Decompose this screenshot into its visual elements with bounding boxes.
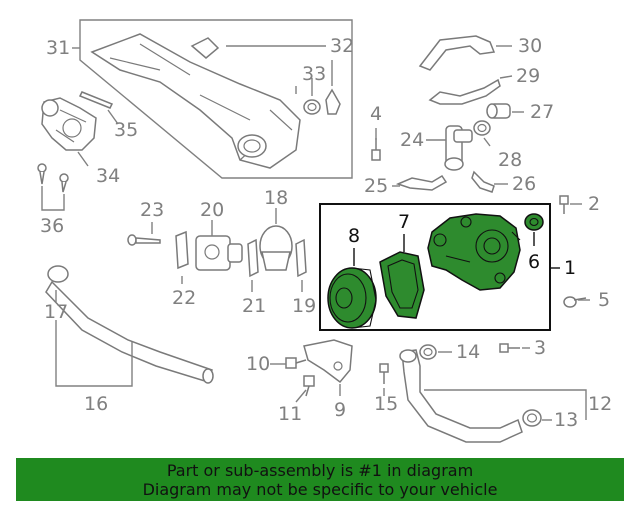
callout-25: 25 — [364, 175, 388, 197]
callout-23: 23 — [140, 199, 164, 221]
connector-27[interactable] — [486, 103, 511, 119]
callout-20: 20 — [200, 199, 224, 221]
seal-33 — [303, 99, 321, 115]
callout-19: 19 — [292, 295, 316, 317]
bracket-29[interactable] — [428, 78, 501, 105]
callout-2: 2 — [588, 193, 600, 215]
callout-27: 27 — [530, 101, 554, 123]
callout-33: 33 — [302, 63, 326, 85]
bracket-30[interactable] — [418, 35, 496, 71]
callout-36: 36 — [40, 215, 64, 237]
gasket-32 — [190, 37, 220, 59]
clamp-25[interactable] — [395, 174, 448, 191]
pipe-35[interactable] — [78, 91, 114, 109]
bolt-2[interactable] — [559, 195, 569, 214]
callout-4: 4 — [370, 103, 382, 125]
callout-10: 10 — [246, 353, 270, 375]
callout-16: 16 — [84, 393, 108, 415]
water-pump-pulley-8[interactable] — [327, 267, 377, 329]
bolt-5[interactable] — [563, 296, 587, 308]
callout-17: 17 — [44, 301, 68, 323]
clip-26[interactable] — [471, 170, 495, 193]
bolt-10[interactable] — [285, 357, 307, 369]
bolt-23[interactable] — [127, 234, 161, 246]
bolt-3[interactable] — [499, 343, 520, 353]
callout-14: 14 — [456, 341, 480, 363]
bracket-9[interactable] — [303, 339, 353, 384]
oring-13[interactable] — [522, 409, 542, 427]
callout-1: 1 — [564, 257, 576, 279]
water-pump-box-1 — [319, 203, 551, 331]
callout-6: 6 — [528, 251, 540, 273]
oring-28[interactable] — [473, 120, 491, 136]
banner-line-1: Part or sub-assembly is #1 in diagram — [166, 461, 474, 480]
bolt-4[interactable] — [371, 138, 381, 161]
callout-9: 9 — [334, 399, 346, 421]
actuator-20[interactable] — [195, 235, 243, 271]
bolts-36[interactable] — [37, 163, 69, 193]
callout-34: 34 — [96, 165, 120, 187]
callout-7: 7 — [398, 211, 410, 233]
callout-28: 28 — [498, 149, 522, 171]
callout-22: 22 — [172, 287, 196, 309]
info-banner: Part or sub-assembly is #1 in diagram Di… — [16, 458, 624, 501]
banner-line-2: Diagram may not be specific to your vehi… — [142, 480, 498, 499]
callout-32: 32 — [330, 35, 354, 57]
callout-35: 35 — [114, 119, 138, 141]
seal-19[interactable] — [295, 238, 307, 278]
callout-18: 18 — [264, 187, 288, 209]
leader-lines — [41, 45, 590, 421]
callout-24: 24 — [400, 129, 424, 151]
thermostat-18[interactable] — [259, 225, 293, 271]
callout-21: 21 — [242, 295, 266, 317]
bolt-11[interactable] — [303, 375, 315, 397]
fitting-24[interactable] — [444, 125, 473, 171]
callout-8: 8 — [348, 225, 360, 247]
callout-26: 26 — [512, 173, 536, 195]
callout-12: 12 — [588, 393, 612, 415]
callout-5: 5 — [598, 289, 610, 311]
gasket-22[interactable] — [175, 230, 189, 270]
sensor-assembly-34[interactable] — [41, 97, 97, 151]
bolt-15[interactable] — [379, 363, 389, 384]
gasket-7[interactable] — [379, 251, 425, 319]
callout-30: 30 — [518, 35, 542, 57]
callout-29: 29 — [516, 65, 540, 87]
callout-31: 31 — [46, 37, 70, 59]
callout-3: 3 — [534, 337, 546, 359]
gasket-21[interactable] — [247, 238, 259, 278]
callout-11: 11 — [278, 403, 302, 425]
callout-13: 13 — [554, 409, 578, 431]
coolant-pipe-17[interactable] — [45, 265, 214, 384]
callout-15: 15 — [374, 393, 398, 415]
assembly-box-31 — [79, 19, 353, 179]
seal-6[interactable] — [524, 213, 544, 231]
water-pump-body-1[interactable] — [427, 213, 521, 291]
oring-14[interactable] — [419, 344, 437, 360]
oring-32 — [325, 88, 341, 115]
thermostat-housing-assembly[interactable] — [79, 19, 353, 179]
coolant-pipe-12[interactable] — [399, 349, 523, 443]
callout-numbers: 31 32 33 35 34 36 4 24 25 26 28 27 29 30… — [40, 35, 612, 431]
